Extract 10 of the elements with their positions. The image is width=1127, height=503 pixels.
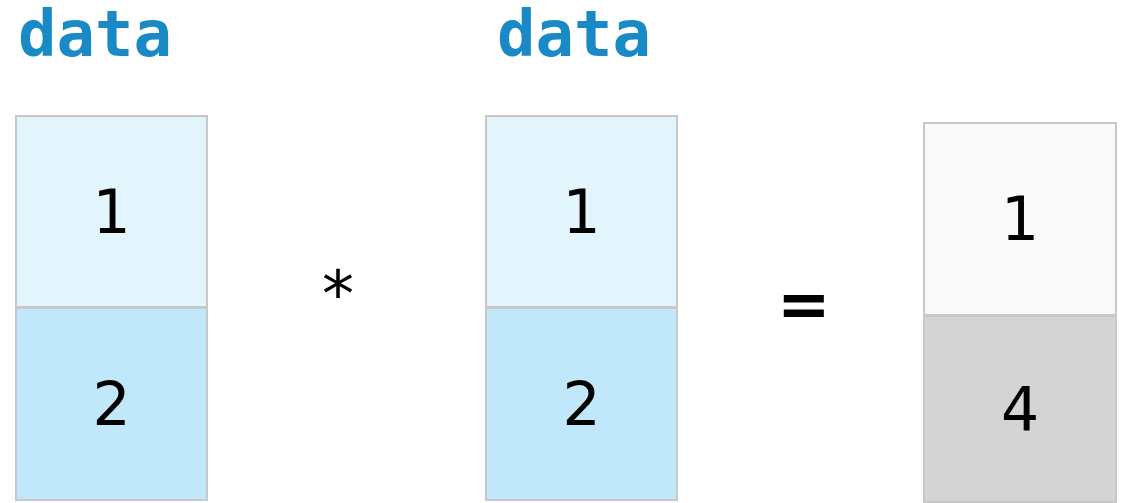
array-cell: 1 <box>923 122 1117 316</box>
array-cell: 2 <box>15 307 208 501</box>
operator-symbol: * <box>322 262 354 326</box>
array-cell: 1 <box>15 115 208 308</box>
array-cell: 2 <box>485 307 678 501</box>
array-title: data <box>497 2 652 66</box>
array-title: data <box>18 2 173 66</box>
array-cell: 4 <box>923 315 1117 503</box>
operator-symbol: = <box>777 272 831 336</box>
array-cell: 1 <box>485 115 678 308</box>
